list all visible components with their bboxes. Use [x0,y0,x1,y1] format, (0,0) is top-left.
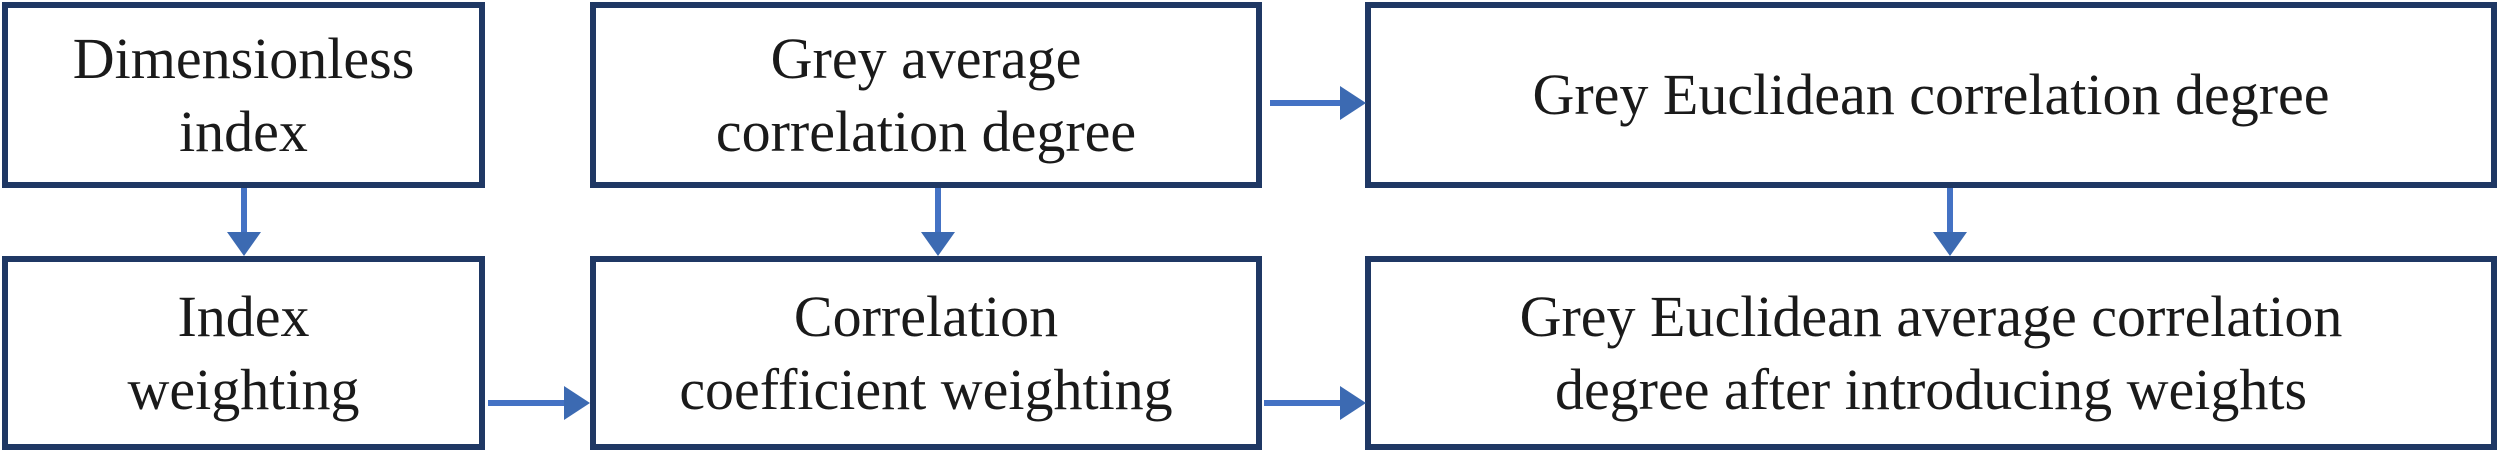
node-correlation-coefficient-weighting: Correlation coefficient weighting [590,256,1262,450]
arrow-down-head-icon [227,232,261,256]
arrow-right-head-icon [564,386,590,420]
arrow-down-head-icon [921,232,955,256]
arrow-right-index-weighting-to-correlation-coefficient [488,386,590,420]
arrow-down-dimensionless-to-index-weighting [227,188,261,256]
arrow-stem [1264,400,1342,406]
arrow-stem [1270,100,1342,106]
arrow-down-head-icon [1933,232,1967,256]
node-index-weighting: Index weighting [2,256,485,450]
node-grey-euclidean-average-correlation-degree: Grey Euclidean average correlation degre… [1365,256,2497,450]
arrow-right-correlation-coefficient-to-weighted-degree [1264,386,1366,420]
arrow-right-head-icon [1340,86,1366,120]
arrow-down-grey-euclidean-to-weighted-degree [1933,188,1967,256]
arrow-stem [241,188,247,234]
arrow-stem [488,400,566,406]
arrow-stem [1947,188,1953,234]
arrow-stem [935,188,941,234]
arrow-right-head-icon [1340,386,1366,420]
node-grey-average-correlation-degree: Grey average correlation degree [590,2,1262,188]
node-dimensionless-index: Dimensionless index [2,2,485,188]
node-grey-euclidean-correlation-degree: Grey Euclidean correlation degree [1365,2,2497,188]
arrow-down-grey-average-to-correlation-coefficient [921,188,955,256]
arrow-right-grey-average-to-grey-euclidean [1270,86,1366,120]
